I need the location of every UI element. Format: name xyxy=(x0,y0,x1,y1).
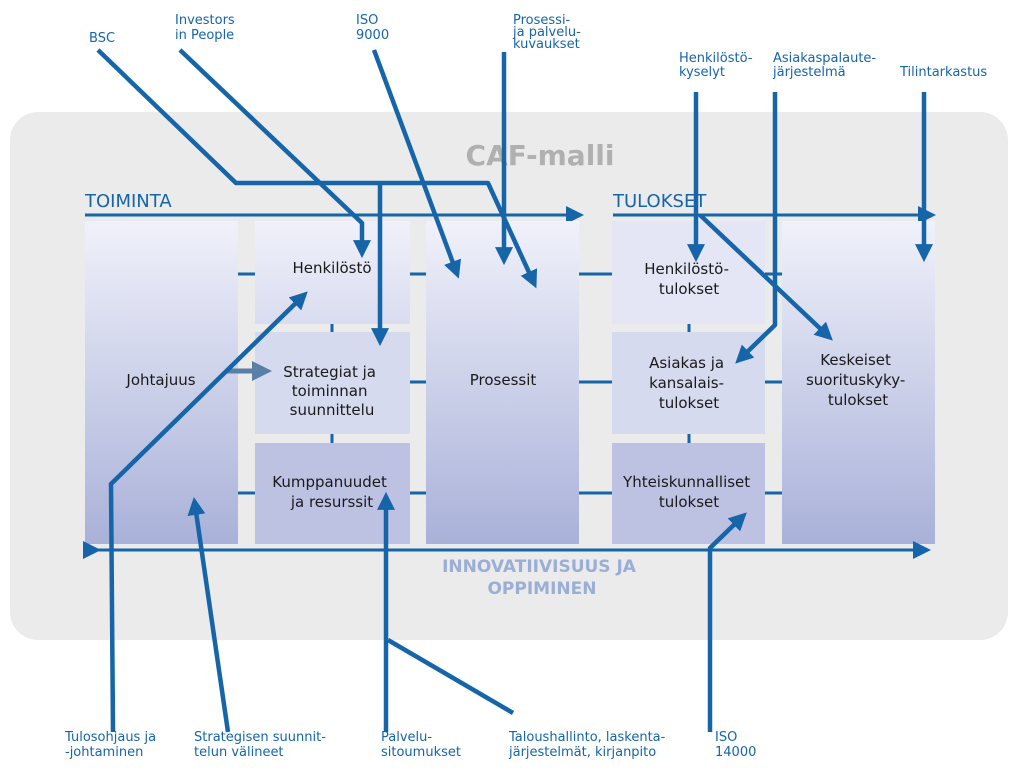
ext-label-strategisen: Strategisen suunnit- telun välineet xyxy=(194,730,330,760)
box-label-prosessit: Prosessit xyxy=(470,371,537,389)
arrow-iso14000 xyxy=(707,512,747,732)
ext-label-palvelu: Palvelu- sitoumukset xyxy=(381,730,461,760)
ext-label-prosessi: Prosessi- ja palvelu- kuvaukset xyxy=(512,13,585,52)
box-strategiat xyxy=(255,332,410,434)
arrow-iso9000 xyxy=(371,49,461,279)
arrow-investors xyxy=(178,48,371,259)
box-keskeiset xyxy=(782,221,935,544)
box-label-henkilosto: Henkilöstö xyxy=(292,259,371,277)
box-henkilostotulokset xyxy=(612,221,765,324)
ext-label-henkilostokyselyt: Henkilöstö- kyselyt xyxy=(679,51,757,80)
arrow-tulosohjaus xyxy=(108,291,308,733)
box-label-henkilostotulokset: Henkilöstö- tulokset xyxy=(644,260,734,298)
arrow-asiakaspalaute xyxy=(735,92,778,364)
box-label-yhteiskunnalliset: Yhteiskunnalliset tulokset xyxy=(622,473,755,511)
box-label-johtajuus: Johtajuus xyxy=(125,371,195,389)
connectors xyxy=(238,272,782,495)
box-label-kumppanuudet: Kumppanuudet ja resurssit xyxy=(272,473,391,511)
box-label-strategiat: Strategiat ja toiminnan suunnittelu xyxy=(283,363,381,419)
box-henkilosto xyxy=(255,221,410,324)
lane-label-toiminta: TOIMINTA xyxy=(84,191,172,212)
ext-label-investors: Investors in People xyxy=(175,13,239,43)
box-label-asiakastulokset: Asiakas ja kansalais- tulokset xyxy=(649,354,729,412)
ext-label-taloushallinto: Taloushallinto, laskenta- järjestelmät, … xyxy=(508,730,669,760)
ext-label-bsc: BSC xyxy=(89,31,115,46)
external-arrows xyxy=(96,48,933,733)
ext-label-tilintarkastus: Tilintarkastus xyxy=(899,65,987,80)
lane-label-tulokset: TULOKSET xyxy=(612,191,707,212)
arrow-keskeiset xyxy=(698,213,833,341)
arrow-taloushallinto xyxy=(386,638,515,715)
arrow-bsc xyxy=(96,48,538,289)
ext-label-asiakaspalaute: Asiakaspalaute- järjestelmä xyxy=(772,51,880,80)
innovation-label: INNOVATIIVISUUS JA OPPIMINEN xyxy=(442,557,642,599)
arrow-strategisen xyxy=(187,496,231,733)
diagram-title: CAF-malli xyxy=(466,139,615,172)
ext-label-iso9000: ISO 9000 xyxy=(356,13,389,43)
ext-label-iso14000: ISO 14000 xyxy=(715,730,756,760)
ext-label-tulosohjaus: Tulosohjaus ja -johtaminen xyxy=(64,730,160,760)
box-label-keskeiset: Keskeiset suorituskyky- tulokset xyxy=(806,351,910,409)
